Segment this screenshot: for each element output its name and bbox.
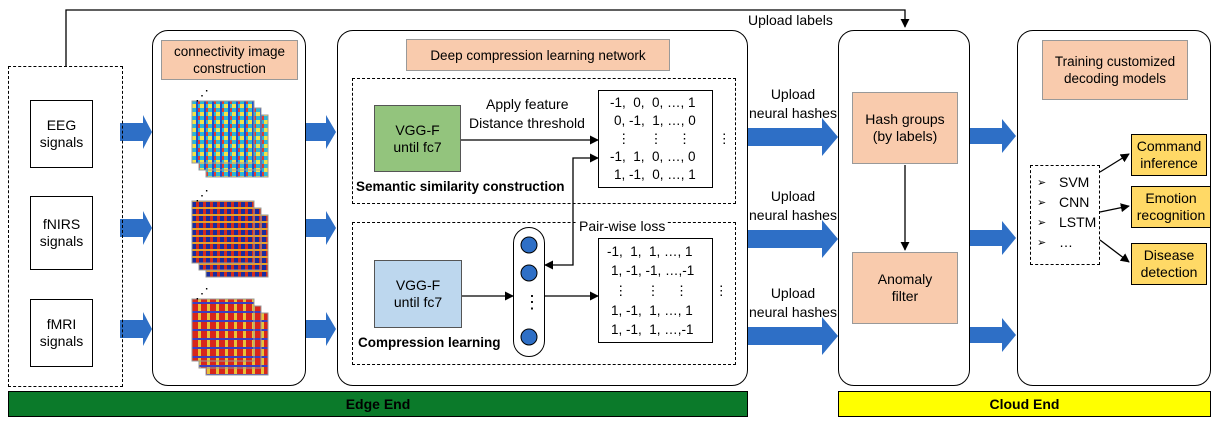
apply-feature-label: Apply feature [486, 96, 569, 112]
vgg-bottom-box: VGG-F until fc7 [374, 260, 462, 328]
edge-end-label: Edge End [345, 396, 411, 412]
eeg-heatmap-stack: ⋰ [191, 87, 269, 178]
svg-text:⋰: ⋰ [195, 87, 209, 103]
semantic-section-label: Semantic similarity construction [356, 179, 565, 194]
cloud-end-bar: Cloud End [838, 391, 1211, 417]
svg-text:⋰: ⋰ [195, 285, 209, 301]
upload-hashes-2: Upload neural hashes [749, 188, 837, 223]
anomaly-filter-box: Anomaly filter [852, 252, 958, 324]
hash-code-matrix: -1, 1, 1, …, 1 1, -1, -1, …,-1 ⋮ ⋮ ⋮ ⋮ 1… [598, 238, 728, 343]
signal-sources-group [8, 66, 123, 387]
model-cnn: CNN [1059, 194, 1090, 210]
compression-section [352, 222, 736, 365]
distance-threshold-label: Distance threshold [469, 115, 585, 131]
compression-section-label: Compression learning [358, 335, 501, 350]
vgg-top-box: VGG-F until fc7 [374, 105, 461, 172]
edge-end-bar: Edge End [8, 391, 748, 417]
connectivity-title: connectivity image construction [161, 40, 298, 80]
pairwise-loss-label: Pair-wise loss [577, 218, 668, 234]
command-inference-box: Command inference [1131, 134, 1207, 176]
hash-groups-box: Hash groups (by labels) [852, 92, 958, 164]
similarity-matrix: -1, 0, 0, …, 1 0, -1, 1, …, 0 ⋮ ⋮ ⋮ ⋮ -1… [598, 90, 731, 188]
model-list: ➢ SVM ➢ CNN ➢ LSTM ➢ … [1030, 165, 1100, 265]
model-svm: SVM [1059, 174, 1090, 190]
deep-network-title: Deep compression learning network [406, 39, 670, 71]
cloud-processing-panel [838, 30, 970, 386]
blue-arrows [120, 115, 1016, 355]
model-more: … [1059, 234, 1073, 250]
eeg-signals-box: EEG signals [30, 100, 93, 168]
fnirs-signals-box: fNIRS signals [30, 196, 93, 270]
upload-labels-line [65, 9, 910, 66]
upload-hashes-1: Upload neural hashes [749, 86, 837, 121]
disease-detection-box: Disease detection [1131, 243, 1207, 285]
training-title: Training customized decoding models [1042, 40, 1188, 100]
connectivity-panel [152, 30, 306, 386]
fmri-signals-box: fMRI signals [30, 299, 93, 367]
fnirs-heatmap-stack: ⋰ [191, 187, 269, 278]
fmri-heatmap-stack: ⋰ [191, 285, 269, 376]
hash-layer: ⋮ [513, 227, 545, 357]
cloud-end-label: Cloud End [989, 396, 1060, 412]
svg-text:⋰: ⋰ [195, 187, 209, 203]
upload-hashes-3: Upload neural hashes [749, 285, 837, 320]
deep-network-panel [337, 30, 748, 386]
hash-layer-dots: ⋮ [523, 292, 541, 312]
emotion-recognition-box: Emotion recognition [1131, 186, 1211, 228]
semantic-section [352, 78, 736, 204]
model-lstm: LSTM [1059, 214, 1097, 230]
upload-labels-text: Upload labels [748, 12, 833, 28]
